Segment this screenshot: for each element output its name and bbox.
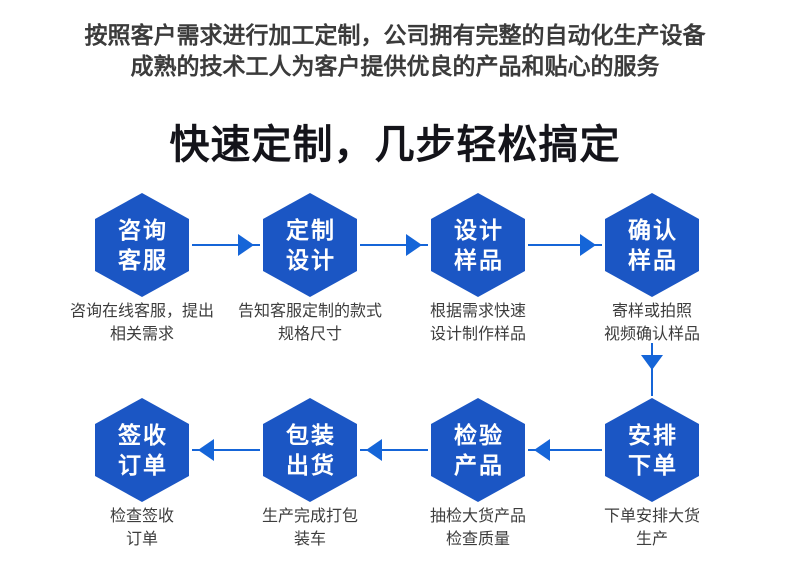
flow-step-place-order: 安排 下单 下单安排大货 生产 bbox=[567, 398, 737, 551]
hexagon-shape: 确认 样品 bbox=[605, 193, 699, 297]
step-label-line1: 包装 bbox=[286, 422, 336, 448]
hexagon-shape: 设计 样品 bbox=[431, 193, 525, 297]
step-caption: 寄样或拍照 视频确认样品 bbox=[603, 303, 700, 343]
step-caption: 生产完成打包 装车 bbox=[261, 508, 358, 548]
flow-step-sign-order: 签收 订单 检查签收 订单 bbox=[57, 398, 227, 551]
step-caption: 下单安排大货 生产 bbox=[603, 508, 700, 548]
step-label-line2: 客服 bbox=[118, 247, 168, 273]
step-caption: 告知客服定制的款式 规格尺寸 bbox=[237, 303, 382, 343]
step-label-line1: 签收 bbox=[118, 422, 168, 448]
intro-text: 按照客户需求进行加工定制，公司拥有完整的自动化生产设备 成熟的技术工人为客户提供… bbox=[0, 20, 790, 82]
step-label-line2: 样品 bbox=[628, 247, 678, 273]
arrow-right-icon bbox=[528, 234, 602, 256]
step-label-line1: 设计 bbox=[454, 217, 504, 243]
arrow-right-icon bbox=[360, 234, 428, 256]
step-label-line2: 出货 bbox=[286, 452, 336, 478]
flow-step-pack-ship: 包装 出货 生产完成打包 装车 bbox=[225, 398, 395, 551]
flow-step-inspect-product: 检验 产品 抽检大货产品 检查质量 bbox=[393, 398, 563, 551]
hexagon-shape: 签收 订单 bbox=[95, 398, 189, 502]
step-label-line1: 咨询 bbox=[118, 217, 168, 243]
step-label-line2: 产品 bbox=[454, 452, 504, 478]
step-label-line1: 安排 bbox=[628, 422, 678, 448]
flow-step-confirm-sample: 确认 样品 寄样或拍照 视频确认样品 bbox=[567, 193, 737, 346]
intro-line-1: 按照客户需求进行加工定制，公司拥有完整的自动化生产设备 bbox=[84, 22, 706, 48]
step-label-line2: 订单 bbox=[118, 452, 168, 478]
page-title: 快速定制，几步轻松搞定 bbox=[169, 123, 621, 167]
arrow-left-icon bbox=[528, 439, 602, 461]
hexagon-shape: 定制 设计 bbox=[263, 193, 357, 297]
arrow-down-icon bbox=[641, 343, 663, 396]
arrow-left-icon bbox=[360, 439, 428, 461]
arrow-left-icon bbox=[192, 439, 260, 461]
intro-line-2: 成熟的技术工人为客户提供优良的产品和贴心的服务 bbox=[130, 53, 660, 79]
hexagon-shape: 包装 出货 bbox=[263, 398, 357, 502]
step-caption: 咨询在线客服，提出 相关需求 bbox=[69, 303, 214, 343]
arrow-right-icon bbox=[192, 234, 260, 256]
flow-step-consult: 咨询 客服 咨询在线客服，提出 相关需求 bbox=[57, 193, 227, 346]
hexagon-shape: 安排 下单 bbox=[605, 398, 699, 502]
step-label-line1: 确认 bbox=[628, 217, 678, 243]
hexagon-shape: 咨询 客服 bbox=[95, 193, 189, 297]
flow-step-design-sample: 设计 样品 根据需求快速 设计制作样品 bbox=[393, 193, 563, 346]
step-label-line2: 设计 bbox=[286, 247, 336, 273]
step-label-line1: 定制 bbox=[286, 217, 336, 243]
flow-step-custom-design: 定制 设计 告知客服定制的款式 规格尺寸 bbox=[225, 193, 395, 346]
step-caption: 检查签收 订单 bbox=[109, 508, 174, 548]
step-caption: 抽检大货产品 检查质量 bbox=[429, 508, 526, 548]
step-label-line2: 样品 bbox=[454, 247, 504, 273]
hexagon-shape: 检验 产品 bbox=[431, 398, 525, 502]
step-label-line1: 检验 bbox=[454, 422, 504, 448]
step-label-line2: 下单 bbox=[628, 452, 678, 478]
step-caption: 根据需求快速 设计制作样品 bbox=[429, 303, 526, 343]
